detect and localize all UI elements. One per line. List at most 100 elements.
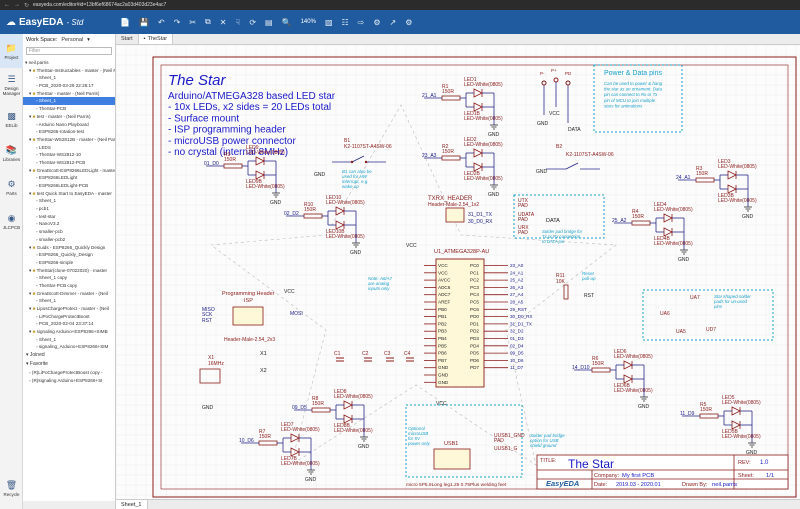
power-box-title: Power & Data pins — [604, 70, 662, 77]
filter-input[interactable]: Filter — [26, 47, 112, 55]
rail-item-libraries[interactable]: 📚Libraries — [0, 136, 23, 170]
tree-folder[interactable]: ▾ ■ test Quick Start to EasyEDA - master — [29, 190, 112, 196]
tree-file[interactable]: ▫ TheStar-PCB copy — [36, 282, 78, 288]
net-label-gnd: GND — [746, 450, 758, 456]
file-icon: ▫ — [36, 106, 38, 112]
forward-icon[interactable]: → — [14, 2, 20, 8]
copy-icon[interactable]: ⧉ — [205, 17, 211, 26]
bom-icon[interactable]: ☷ — [341, 17, 349, 27]
back-icon[interactable]: ← — [4, 2, 10, 8]
tree-file[interactable]: ▫ test-star — [36, 213, 56, 219]
net-label-gnd: GND — [270, 200, 282, 206]
tree-file[interactable]: ▫ ESP8266-rotation-test — [36, 129, 85, 135]
tree-file[interactable]: ▫ ESP8266LEDLight — [36, 175, 78, 181]
rail-item-design-manager[interactable]: ☰Design Manager — [0, 68, 23, 102]
tree-file[interactable]: ▫ smaller-pcb2 — [36, 236, 66, 242]
select-icon[interactable]: ▨ — [324, 17, 333, 27]
schematic-description-line: Arduino/ATMEGA328 based LED star — [168, 91, 336, 102]
tree-folder[interactable]: ▾ ■ GreatScott-Dimmer - master - (Neil — [29, 290, 108, 296]
tree-owner[interactable]: ▾ neil.parris — [25, 60, 49, 65]
tree-file[interactable]: ▫ ESP8266LEDLight-PCB — [36, 183, 89, 188]
tree-folder[interactable]: ▾ ■ GreatScott-ESP8266LEDLight - master — [29, 167, 115, 173]
workspace-select[interactable]: Personal — [61, 37, 84, 43]
rail-item-parts[interactable]: ⚙Parts — [0, 170, 23, 204]
delete-icon[interactable]: ✕ — [219, 17, 227, 27]
net-label-gnd: GND — [537, 121, 549, 127]
tree-file[interactable]: ▫ ESP8266_Quickly_Design — [36, 252, 93, 258]
tree-file[interactable]: ▫ ESP8266-simple — [36, 259, 74, 265]
tree-file[interactable]: ▫ Sheet_1 — [36, 298, 57, 304]
tree-folder[interactable]: ▾ ■ signaling Arduino+ESP8266+SIMB — [29, 329, 108, 335]
tree-favorite[interactable]: ▫ (R)signaling Arduino+ESP8266+SI — [29, 377, 103, 383]
cut-icon[interactable]: ✂ — [189, 17, 197, 27]
mcu-pin-label: PD0 — [470, 314, 479, 319]
led-symbol — [473, 148, 483, 158]
tree-file[interactable]: ▫ TheStar-WS2812-10 — [36, 152, 81, 158]
tree-file[interactable]: ▫ LEDS — [36, 144, 51, 150]
tree-folder[interactable]: ▾ ■ test - master - (Neil Parris) — [29, 113, 91, 119]
tree-file[interactable]: ▫ Sheet_1 — [36, 75, 57, 81]
sim-icon[interactable]: ⚙ — [373, 17, 381, 27]
panel-scrollbar[interactable] — [23, 501, 115, 509]
tree-file[interactable]: ▫ NanoV3.2 — [36, 221, 60, 227]
folder-icon: ■ — [32, 136, 36, 142]
tree-file[interactable]: ▫ Sheet_1 — [36, 336, 57, 342]
rotate-icon[interactable]: ⟳ — [249, 17, 257, 27]
tree-file[interactable]: ▫ TheStar-WS2812-PCB — [36, 159, 86, 165]
tree-folder[interactable]: ▾ ■ TheStar(clone-07022020) - master — [29, 267, 108, 273]
reload-icon[interactable]: ↻ — [24, 2, 30, 9]
tree-section-favorite[interactable]: ▾ Favorite — [26, 361, 48, 368]
rail-item-folder[interactable]: 📁Project — [0, 34, 23, 68]
undo-icon[interactable]: ↶ — [157, 17, 165, 27]
tree-file[interactable]: ▫ Sheet_1 copy — [36, 275, 68, 281]
unused-pads-box — [642, 289, 774, 341]
tree-section-joined[interactable]: ▾ Joined — [26, 352, 45, 359]
gnd-symbol — [272, 192, 280, 198]
net-label: 26_A3 — [510, 285, 524, 290]
switch-contact — [364, 160, 368, 164]
file-icon[interactable]: 📄 — [120, 17, 130, 27]
title-block — [536, 454, 789, 490]
tree-file[interactable]: ▫ Arduino Nano Playboard — [36, 121, 89, 127]
settings-icon[interactable]: ⚙ — [405, 17, 413, 27]
zoom-icon[interactable]: 🔍 — [281, 17, 292, 27]
tree-folder[interactable]: ▾ ■ TheStar-WS2812B - master - (Neil Par… — [29, 136, 115, 142]
tree-file[interactable]: ▫ signaling_Arduino+ESP8266+SIM — [36, 344, 109, 350]
tree-file[interactable]: ▫ smaller-pcb — [36, 229, 63, 235]
zoom-level[interactable]: 140% — [300, 19, 316, 25]
mcu-pin-label: PB3 — [438, 329, 447, 334]
tab-start[interactable]: Start — [116, 34, 139, 44]
tree-file[interactable]: ▫ PCB_2020-03-29 22:28:17 — [36, 83, 94, 89]
rail-item-recycle[interactable]: 🗑Recycle — [0, 471, 23, 505]
chevron-down-icon[interactable]: ▾ — [87, 37, 90, 43]
led-symbol — [335, 206, 345, 216]
tree-file[interactable]: ▫ Sheet_1 — [23, 97, 115, 106]
tree-favorite[interactable]: ▫ (R)LiPoChargeProtectBoost copy - — [29, 370, 103, 376]
tree-folder[interactable]: ▾ ■ LiposChargeProtect - master - (Neil — [29, 306, 109, 311]
tree-folder[interactable]: ▾ ■ Guids - ESP8266_Quickly Design — [29, 244, 106, 250]
tab-thestar[interactable]: ▪TheStar — [138, 34, 174, 44]
tree-file[interactable]: ▫ pcb1 — [36, 206, 49, 212]
sheet-tab[interactable]: Sheet_1 — [116, 500, 148, 509]
tree-file[interactable]: ▫ TheStar-PCB — [36, 106, 67, 112]
tree-file[interactable]: ▫ PCB_2020-02-04 23:37:14 — [36, 321, 94, 327]
tree-folder[interactable]: ▾ ■ TheStar - master - (Neil Parris) — [29, 90, 100, 96]
share-icon[interactable]: ↗ — [389, 17, 397, 27]
tree-file[interactable]: ▫ LiPoChargeProtectBoost — [36, 313, 90, 319]
address-bar[interactable]: easyeda.com/editor#id=13bf6ef68674ac2a03… — [33, 2, 167, 8]
save-icon[interactable]: 💾 — [138, 17, 149, 27]
rail-item-jlcpcb[interactable]: ◉JLCPCB — [0, 204, 23, 238]
redo-icon[interactable]: ↷ — [173, 17, 181, 27]
rail-item-library[interactable]: ▩EELib — [0, 102, 23, 136]
led-part: LED-White(0805) — [654, 207, 693, 213]
tree-folder[interactable]: ▾ ■ TheStar-Instructables - master - (Ne… — [29, 67, 115, 73]
tree-file[interactable]: ▫ Sheet_1 — [36, 198, 57, 204]
convert-pcb-icon[interactable]: ⇨ — [357, 17, 365, 27]
title-block-label: Date: — [594, 482, 608, 488]
place-icon[interactable]: ☟ — [235, 17, 241, 27]
gnd-symbol — [360, 436, 368, 442]
mcu-pin-label: PB5 — [438, 343, 447, 348]
align-icon[interactable]: ▤ — [265, 17, 273, 27]
